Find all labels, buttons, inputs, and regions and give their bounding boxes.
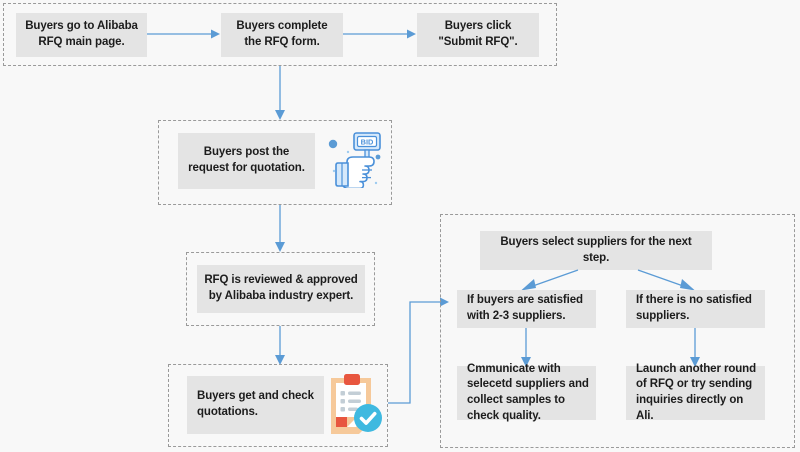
node-get-check-quotations[interactable]: Buyers get and check quotations. [187,376,324,434]
group-review-approve [186,252,375,326]
node-label: Buyers select suppliers for the next ste… [500,235,692,264]
node-condition-not-satisfied[interactable]: If there is no satisfied suppliers. [626,290,765,328]
node-goto-rfq-page[interactable]: Buyers go to Alibaba RFQ main page. [16,13,147,57]
node-label: Cmmunicate with selecetd suppliers and c… [467,362,589,422]
clipboard-check-icon [323,372,387,436]
node-label: Buyers get and check quotations. [197,390,314,418]
node-label: Buyers go to Alibaba RFQ main page. [25,20,138,48]
group-post-request [158,120,392,205]
arrow-stage3-to-stage4 [272,326,288,366]
node-label: Launch another round of RFQ or try sendi… [636,362,757,422]
arrow-stage2-to-stage3 [272,205,288,253]
node-click-submit-rfq[interactable]: Buyers click "Submit RFQ". [417,13,539,57]
node-label: RFQ is reviewed & approved by Alibaba in… [204,274,358,302]
group-supplier-selection [440,214,795,448]
node-rfq-reviewed-approved[interactable]: RFQ is reviewed & approved by Alibaba in… [197,265,365,313]
node-label: If buyers are satisfied with 2-3 supplie… [467,294,583,322]
node-action-communicate-suppliers[interactable]: Cmmunicate with selecetd suppliers and c… [457,363,596,422]
group-check-quotations [168,364,388,447]
node-label: Buyers post the request for quotation. [188,146,305,174]
arrow-stage1-to-stage2 [272,66,288,121]
node-condition-satisfied[interactable]: If buyers are satisfied with 2-3 supplie… [457,290,596,328]
node-complete-rfq-form[interactable]: Buyers complete the RFQ form. [221,13,343,57]
node-action-relaunch-rfq[interactable]: Launch another round of RFQ or try sendi… [626,363,765,422]
group-submit-rfq [3,3,557,66]
node-label: If there is no satisfied suppliers. [636,294,752,322]
svg-text:BID: BID [361,138,374,147]
node-select-suppliers[interactable]: Buyers select suppliers for the next ste… [480,231,712,270]
node-label: Buyers click "Submit RFQ". [438,20,518,48]
bid-paddle-hand-icon: BID [327,130,383,188]
node-post-request-quotation[interactable]: Buyers post the request for quotation. [178,133,315,189]
node-label: Buyers complete the RFQ form. [236,20,328,48]
